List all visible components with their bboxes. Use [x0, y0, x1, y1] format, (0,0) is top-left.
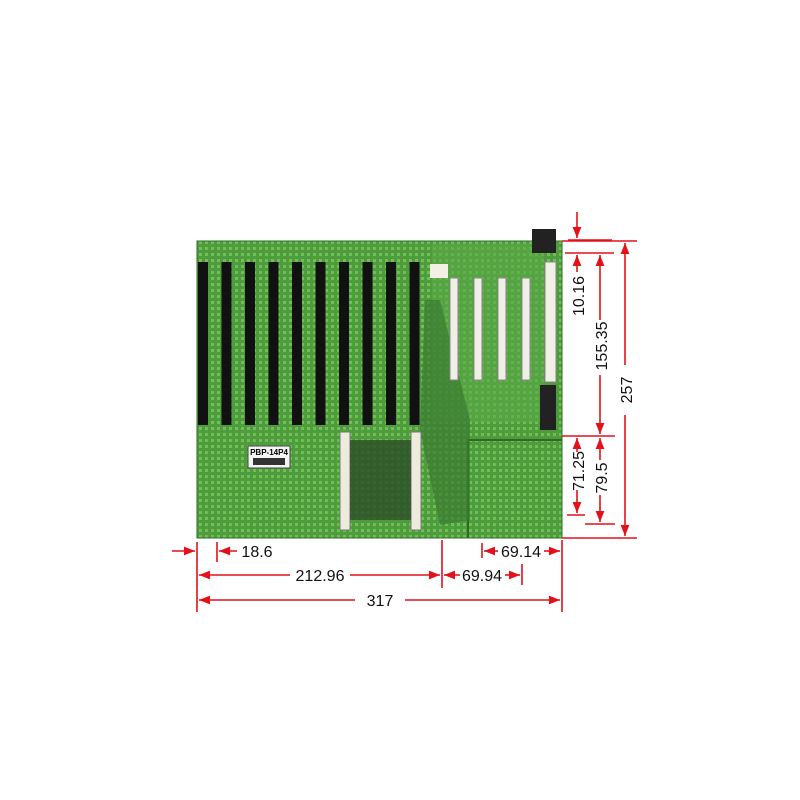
dim-total-width: 317	[367, 593, 394, 610]
dim-top-offset: 10.16	[571, 276, 588, 316]
barcode	[253, 458, 285, 465]
traces	[420, 300, 470, 525]
bridge-traces	[350, 440, 411, 520]
isa-slot	[198, 262, 208, 425]
isa-slot	[409, 262, 420, 425]
isa-slot	[221, 262, 232, 425]
dim-middle-width: 69.94	[462, 568, 502, 585]
power-connector	[544, 261, 557, 383]
backplane-board: PBP-14P4	[196, 229, 563, 539]
pci-slot	[521, 277, 531, 381]
isa-slot	[292, 262, 302, 425]
pci-slot	[473, 277, 483, 381]
isa-slot	[245, 262, 255, 425]
pci-slot	[449, 277, 459, 381]
isa-slot	[362, 262, 373, 425]
header-connector	[430, 264, 448, 278]
model-label: PBP-14P4	[250, 448, 288, 457]
dim-upper-height: 155.35	[594, 321, 611, 370]
dim-total-height: 257	[619, 377, 636, 404]
dim-cutout-height: 79.5	[594, 462, 611, 493]
isa-slot	[268, 262, 279, 425]
dim-left-offset: 18.6	[241, 544, 272, 561]
dim-left-width: 212.96	[296, 568, 345, 585]
power-jack	[532, 229, 556, 253]
isa-slot	[339, 262, 349, 425]
dimension-lines	[172, 212, 637, 612]
pci-slot	[497, 277, 507, 381]
terminal-block	[540, 385, 556, 430]
cpu-slot-right	[410, 431, 422, 531]
cpu-slot-left	[339, 431, 351, 531]
isa-slots	[198, 262, 420, 425]
isa-slot	[386, 262, 396, 425]
dim-cutout-height-inner: 71.25	[571, 451, 588, 491]
dim-cutout-width: 69.14	[501, 544, 541, 561]
isa-slot	[315, 262, 326, 425]
pci-slots	[449, 277, 531, 381]
